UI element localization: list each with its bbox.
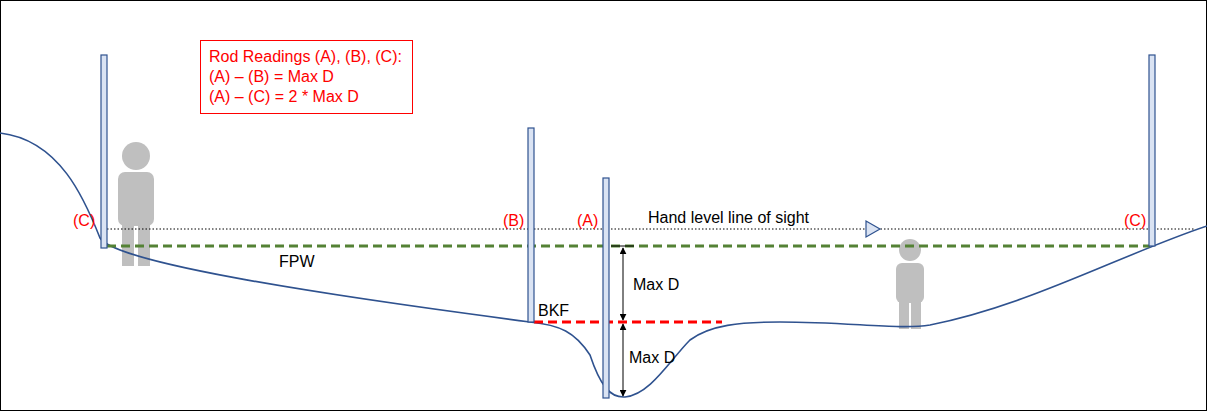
readings-text: Rod Readings (A), (B), (C): — [209, 47, 404, 67]
max-d-dimension — [611, 246, 634, 396]
readings-text: (A) – (B) = Max D — [209, 67, 404, 87]
hand-level — [866, 221, 880, 237]
rod-label: (C) — [1124, 212, 1146, 230]
bkf-line — [534, 321, 722, 324]
bkf-label: BKF — [538, 302, 569, 320]
rod-label: (C) — [73, 212, 95, 230]
person-right — [896, 239, 924, 329]
fpw-label: FPW — [279, 253, 315, 271]
dimension-label: Max D — [629, 349, 675, 367]
readings-text: (A) – (C) = 2 * Max D — [209, 87, 404, 107]
readings-box: Rod Readings (A), (B), (C):(A) – (B) = M… — [200, 40, 413, 114]
fpw-line — [107, 245, 1150, 248]
line-of-sight-label: Hand level line of sight — [648, 209, 809, 227]
rod-label: (A) — [577, 212, 598, 230]
rod-label: (B) — [503, 212, 524, 230]
ground-profile — [0, 133, 1207, 397]
line-of-sight — [107, 229, 1195, 230]
dimension-label: Max D — [633, 276, 679, 294]
